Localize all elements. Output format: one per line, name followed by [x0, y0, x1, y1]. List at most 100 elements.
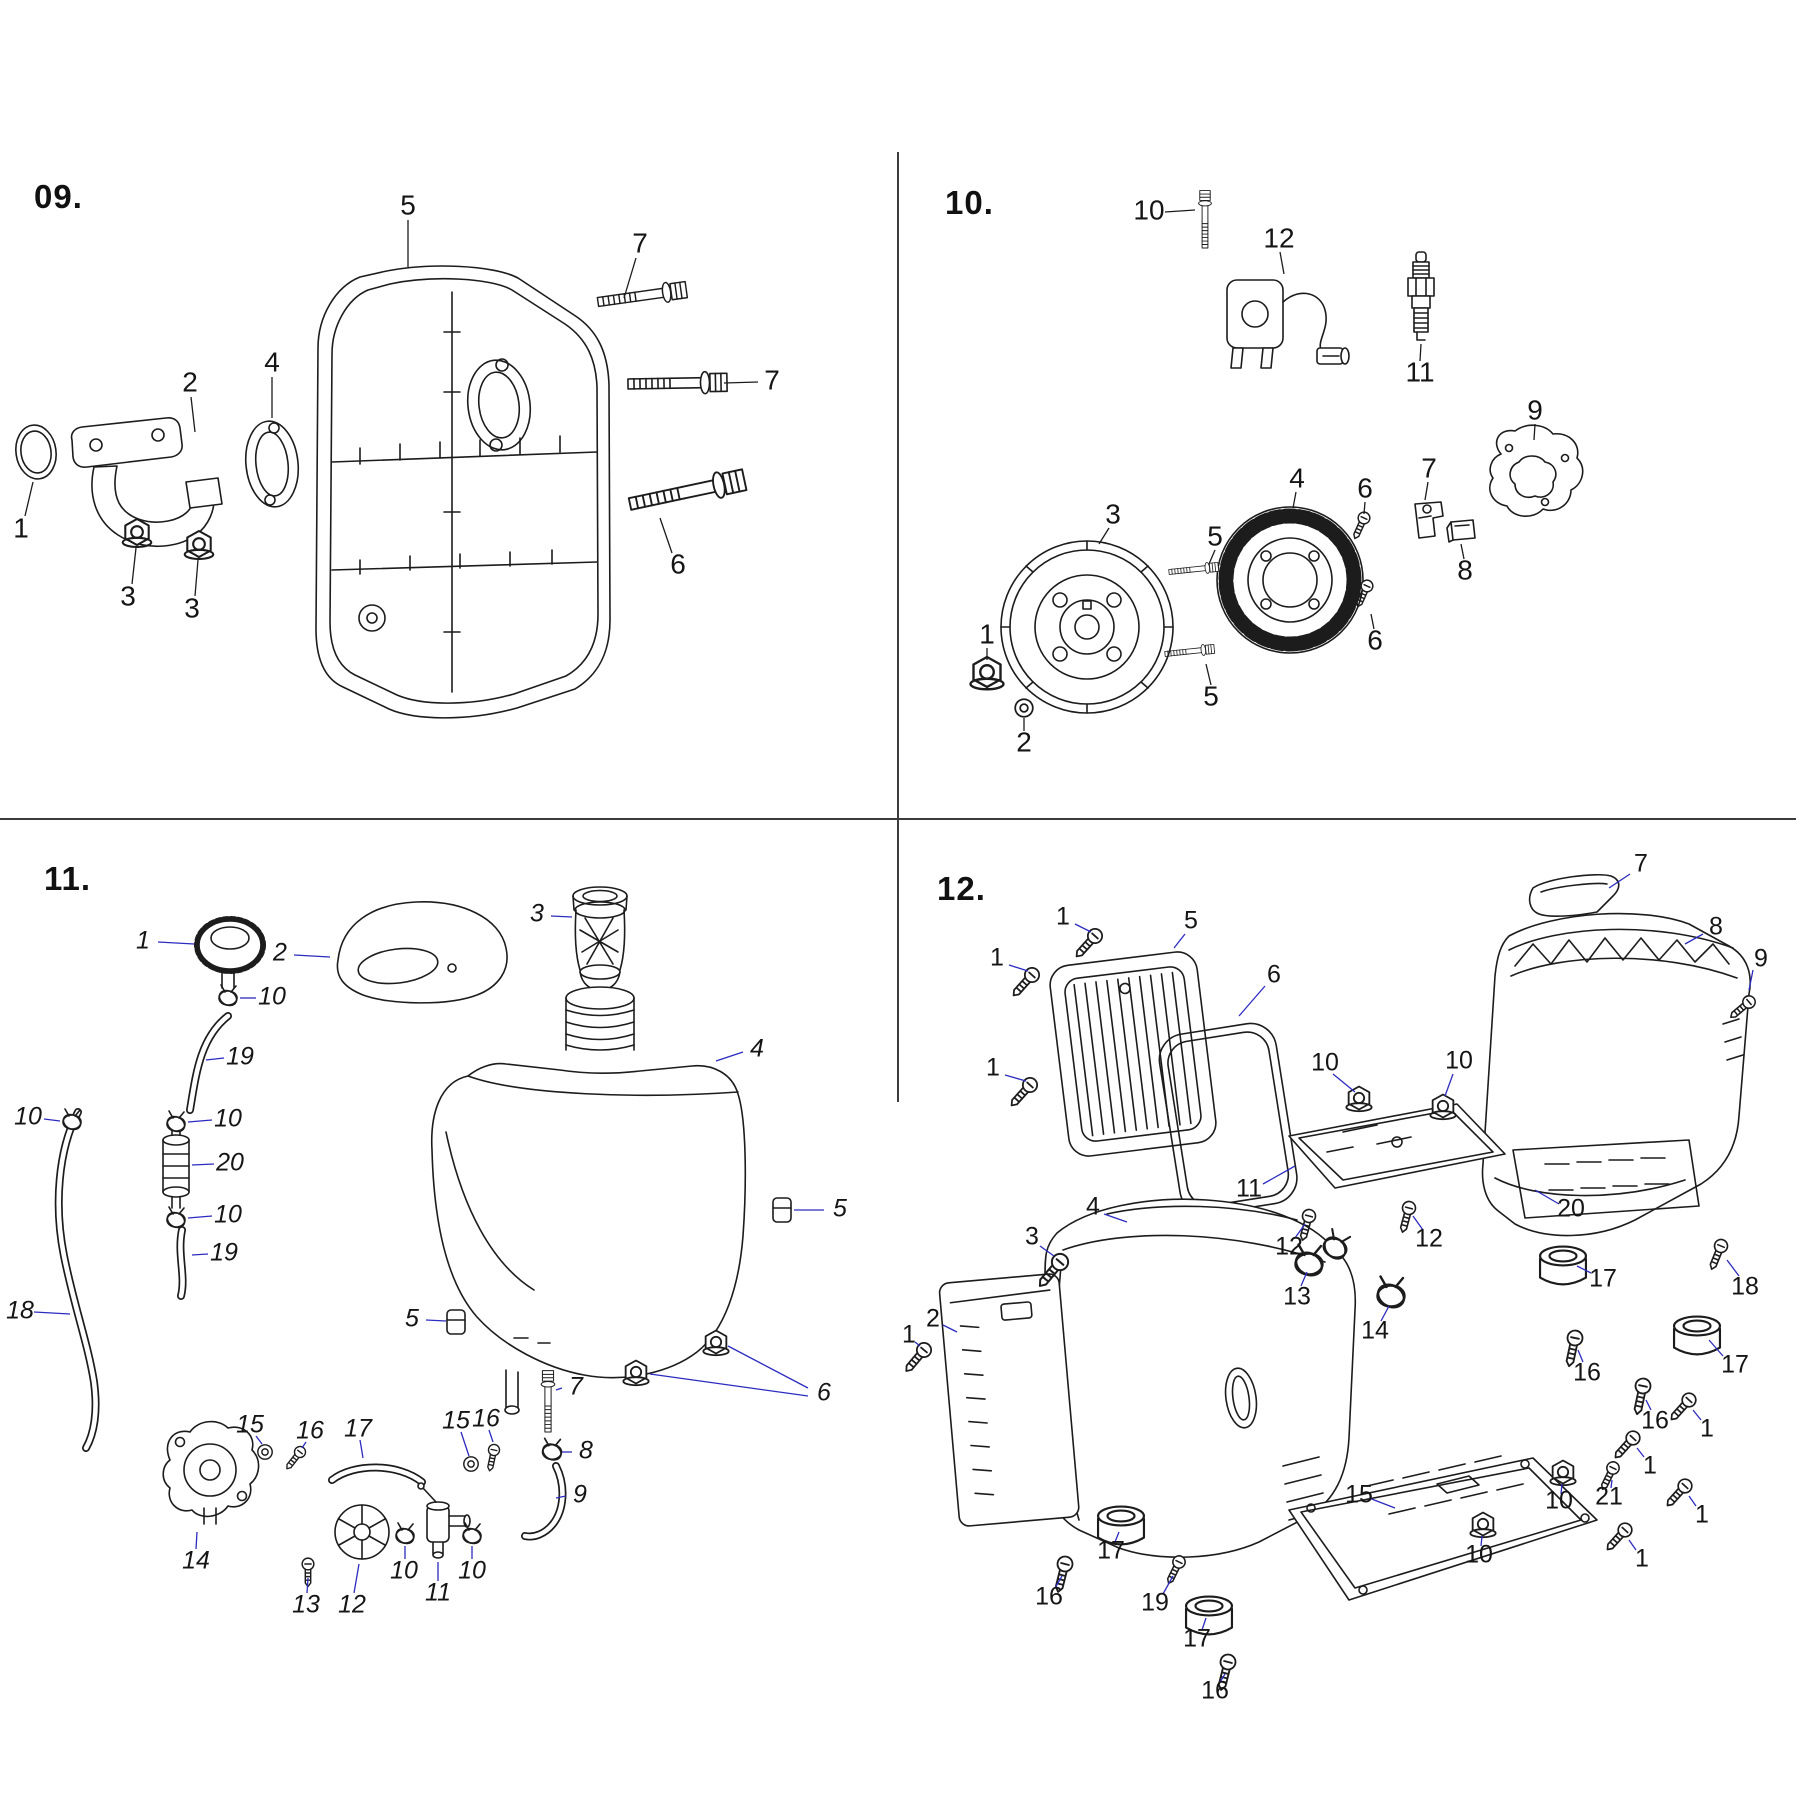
- part-number-label: 10: [390, 1557, 418, 1585]
- callout-leader-line: [157, 941, 195, 945]
- part-number-label: 13: [1283, 1283, 1311, 1311]
- part-number-label: 2: [272, 939, 287, 967]
- exhaust-pipe-drawing: [70, 417, 223, 548]
- part-number-label: 11: [425, 1579, 451, 1607]
- part-number-label: 3: [1105, 498, 1121, 529]
- part-number-label: 9: [573, 1481, 587, 1509]
- section-11-title: 11.: [44, 860, 92, 897]
- part-number-label: 16: [1573, 1359, 1601, 1387]
- nut-glyph: [969, 655, 1005, 691]
- part-number-label: 2: [182, 366, 198, 397]
- callout-leader-line: [1368, 1497, 1396, 1509]
- part-number-label: 1: [1635, 1545, 1649, 1573]
- callout-leader-line: [1262, 1165, 1296, 1185]
- part-number-label: 1: [986, 1054, 1000, 1082]
- screw-glyph: [1661, 1475, 1696, 1511]
- callout-leader-line: [1576, 1265, 1592, 1274]
- section-10-ignition: 10.: [897, 152, 1808, 818]
- callout-leader-line: [255, 1435, 263, 1445]
- callout-leader-line: [555, 1495, 567, 1499]
- part-number-label: 1: [990, 944, 1004, 972]
- callout-leader-line: [550, 915, 573, 918]
- section-09-title: 09.: [34, 178, 83, 215]
- callout-leader-line: [131, 547, 137, 585]
- part-number-label: 2: [926, 1305, 940, 1333]
- callout-leader-line: [1560, 1483, 1563, 1495]
- callout-leader-line: [1208, 549, 1216, 565]
- clamp-glyph: [539, 1437, 565, 1464]
- part-number-label: 16: [1641, 1407, 1669, 1435]
- callout-leader-line: [488, 1429, 494, 1443]
- callout-leader-line: [1173, 933, 1186, 949]
- callout-leader-line: [1164, 209, 1196, 213]
- part-number-label: 5: [1203, 680, 1219, 711]
- callout-leader-line: [659, 517, 673, 554]
- fuel-hose-upper-drawing: [186, 1012, 232, 1114]
- bolt-glyph: [1164, 642, 1216, 660]
- callout-leader-line: [195, 1531, 198, 1550]
- part-number-label: 11: [1405, 356, 1434, 387]
- part-number-label: 16: [296, 1417, 324, 1445]
- section-09-leader-lines: [24, 220, 759, 597]
- callout-leader-line: [1412, 1215, 1424, 1231]
- part-number-label: 11: [1236, 1175, 1262, 1203]
- part-number-label: 6: [1267, 961, 1281, 989]
- fuel-hose-long-drawing: [54, 1108, 100, 1452]
- fuel-tank-drawing: [430, 986, 747, 1415]
- part-number-label: 12: [1415, 1225, 1443, 1253]
- part-number-label: 12: [1275, 1233, 1303, 1261]
- callout-leader-line: [1610, 1479, 1613, 1489]
- part-number-label: 8: [1457, 554, 1473, 585]
- part-number-label: 6: [1357, 472, 1373, 503]
- callout-leader-line: [1444, 1073, 1454, 1097]
- part-number-label: 10: [258, 983, 286, 1011]
- part-number-label: 16: [1201, 1677, 1229, 1705]
- part-number-label: 17: [1589, 1265, 1617, 1293]
- rear-housing-drawing: [1481, 912, 1751, 1237]
- part-number-label: 4: [1086, 1193, 1100, 1221]
- bolt-glyph: [627, 370, 728, 396]
- callout-leader-line: [942, 1324, 958, 1333]
- bolt-glyph: [626, 466, 748, 518]
- callout-leader-line: [649, 1373, 809, 1397]
- callout-leader-line: [1039, 1245, 1055, 1257]
- callout-leader-line: [1098, 527, 1110, 545]
- part-number-label: 9: [1754, 945, 1768, 973]
- part-number-label: 17: [1183, 1625, 1211, 1653]
- part-number-label: 21: [1595, 1483, 1623, 1511]
- part-number-label: 4: [750, 1035, 764, 1063]
- section-10-title: 10.: [945, 184, 994, 221]
- handle-cover-drawing: [1528, 873, 1620, 917]
- pad-glyph: [772, 1197, 792, 1223]
- callout-leader-line: [460, 1431, 470, 1457]
- callout-leader-line: [194, 559, 199, 597]
- part-number-label: 16: [472, 1405, 500, 1433]
- part-number-label: 6: [1367, 624, 1383, 655]
- callout-leader-line: [1332, 1073, 1356, 1093]
- part-number-label: 4: [264, 346, 280, 377]
- callout-leader-line: [1074, 923, 1092, 933]
- screw-glyph: [1665, 1389, 1700, 1425]
- callout-leader-line: [24, 481, 34, 517]
- section-12-leader-lines: [914, 873, 1754, 1683]
- ignition-coil-drawing: [1226, 279, 1350, 369]
- base-plate-drawing: [1288, 1455, 1598, 1601]
- clamp-glyph: [163, 1110, 189, 1136]
- fuel-hose-lower-drawing: [176, 1226, 187, 1300]
- part-number-label: 1: [1056, 903, 1070, 931]
- callout-leader-line: [1114, 1531, 1120, 1543]
- bolt-glyph: [1198, 190, 1212, 249]
- pump-hose-drawing: [328, 1463, 426, 1486]
- foot-glyph: [1672, 1315, 1722, 1356]
- callout-leader-line: [1708, 1339, 1724, 1357]
- bolt-glyph: [1168, 560, 1220, 578]
- callout-leader-line: [914, 1341, 921, 1347]
- callout-leader-line: [306, 1577, 309, 1594]
- part-number-label: 3: [184, 592, 200, 623]
- part-number-label: 3: [1025, 1223, 1039, 1251]
- screw-glyph: [1609, 1427, 1644, 1463]
- callout-leader-line: [1103, 1213, 1128, 1223]
- petcock-drawing: [417, 1482, 471, 1559]
- callout-leader-line: [1201, 1617, 1207, 1631]
